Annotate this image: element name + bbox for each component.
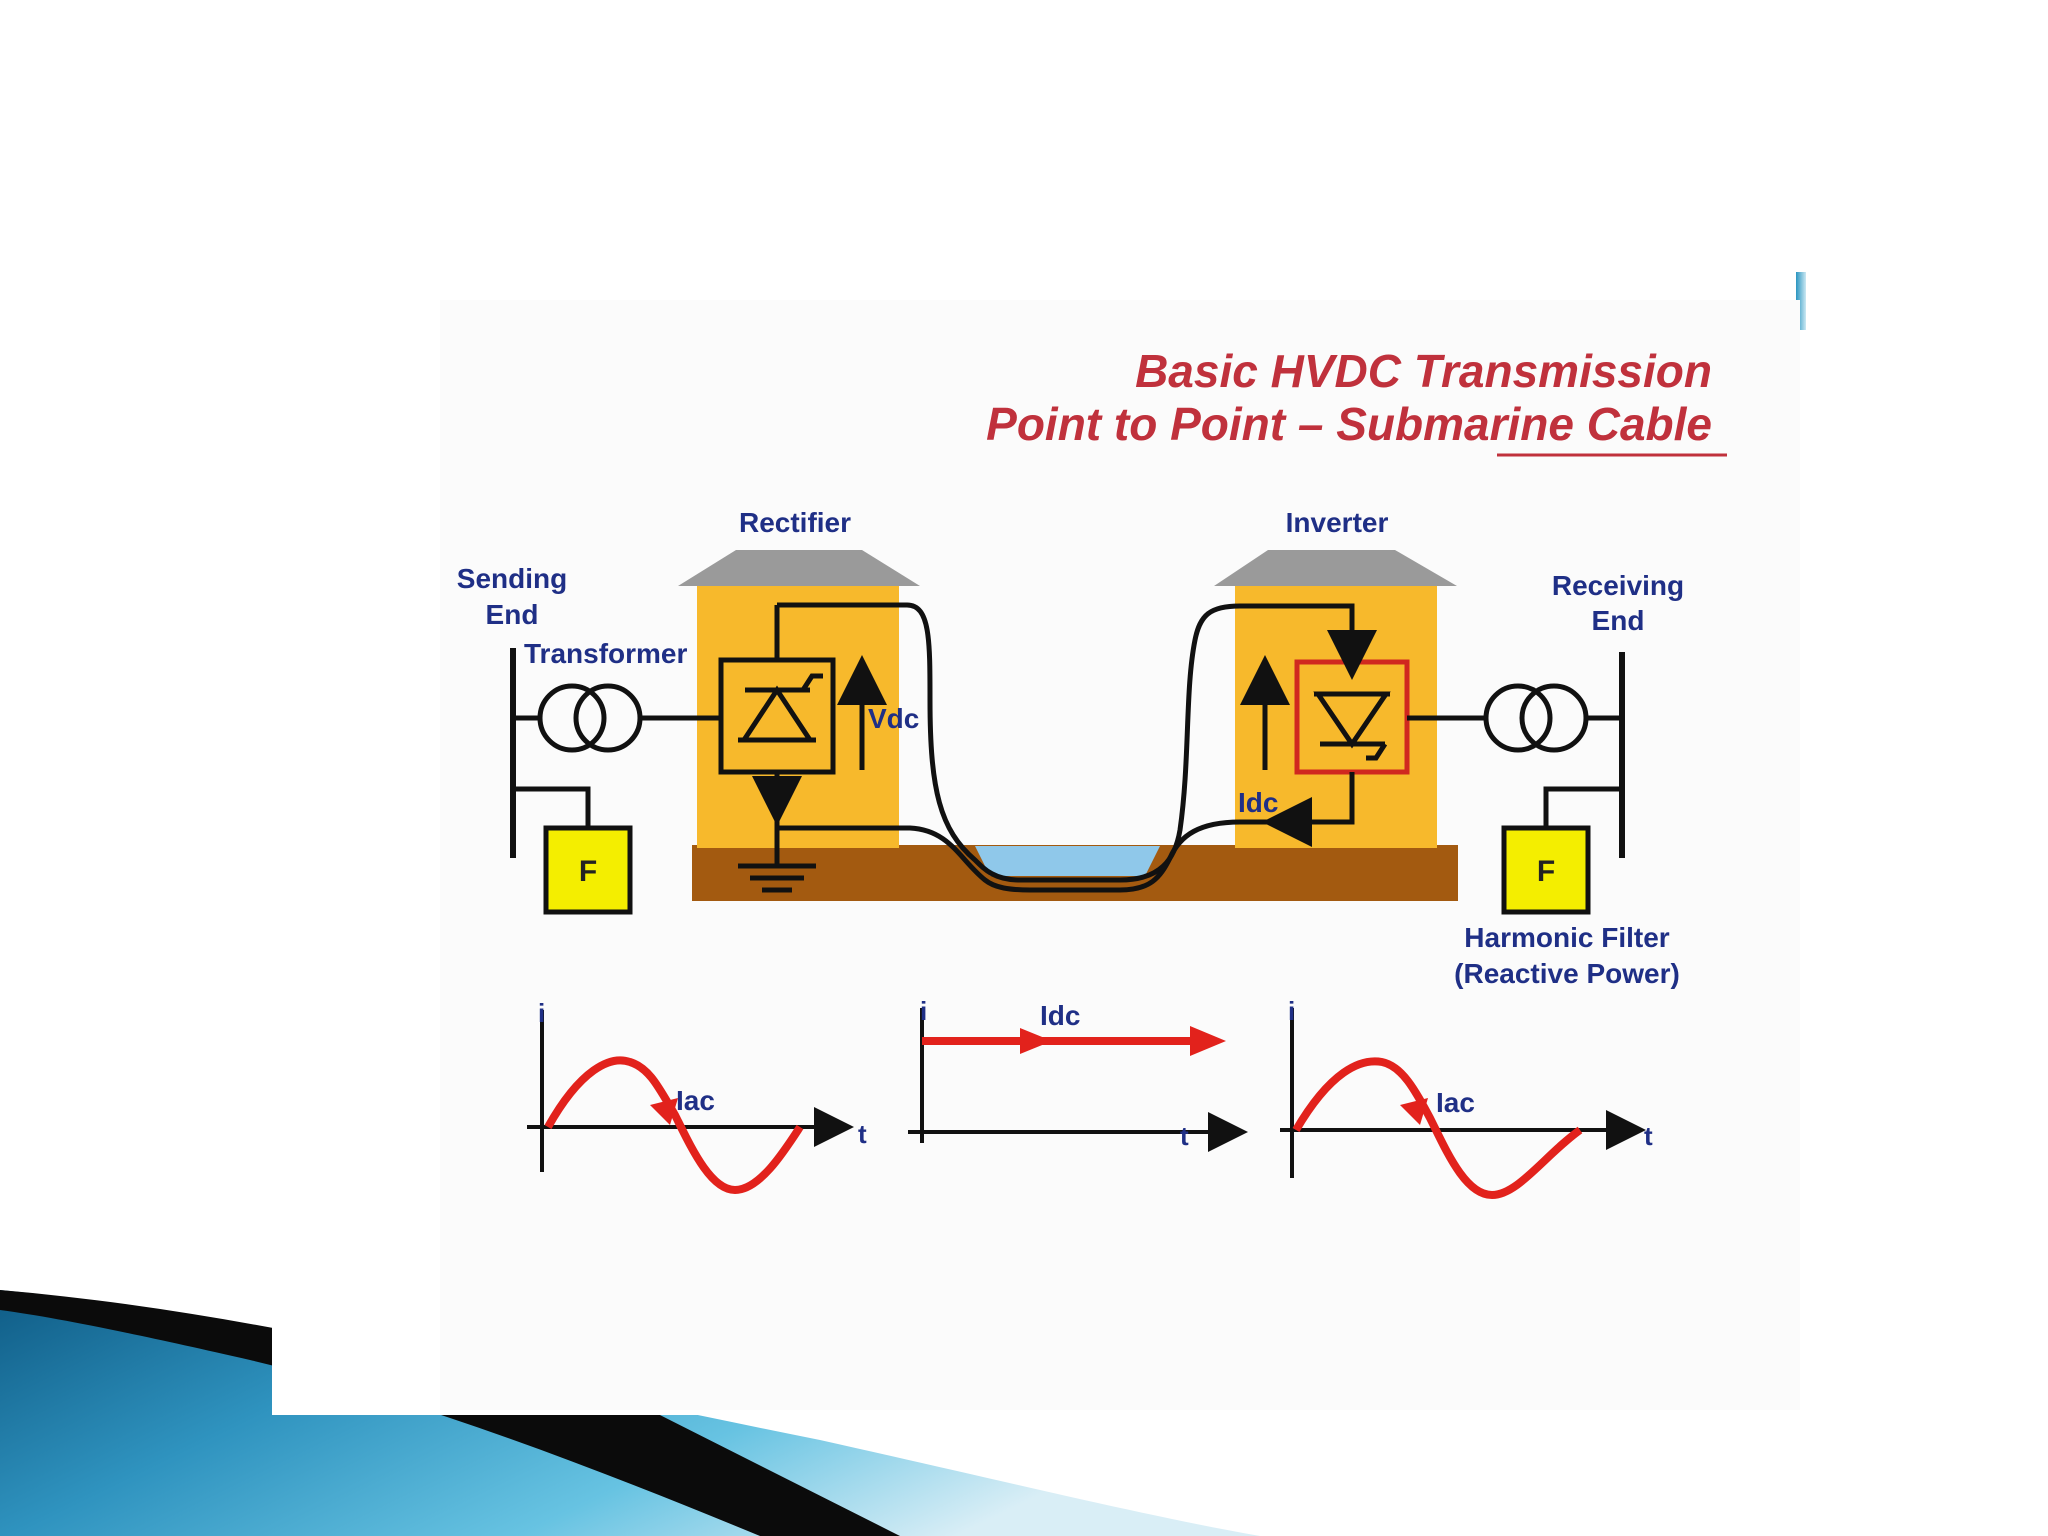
inverter-roof bbox=[1214, 550, 1457, 586]
iac-wave-right bbox=[1292, 1057, 1583, 1200]
thyristor-symbol-right bbox=[1313, 691, 1391, 761]
thyristor-symbol-left bbox=[738, 673, 823, 743]
receiving-end-label-2: End bbox=[1592, 605, 1645, 636]
waveform-left: i t Iac bbox=[527, 998, 867, 1195]
filter-letter-right: F bbox=[1537, 855, 1555, 888]
sending-end-label-1: Sending bbox=[457, 563, 567, 594]
waveform-middle: i t Idc bbox=[908, 996, 1248, 1152]
inverter-label: Inverter bbox=[1286, 507, 1389, 538]
sending-end: Sending End Transformer F bbox=[457, 563, 721, 915]
iac-label-left: Iac bbox=[676, 1085, 715, 1116]
filter-box-left bbox=[543, 825, 633, 915]
axis-t-middle: t bbox=[1180, 1121, 1189, 1151]
harmonic-filter-label-2: (Reactive Power) bbox=[1454, 958, 1680, 989]
rectifier-roof bbox=[678, 550, 920, 586]
title: Basic HVDC Transmission Point to Point –… bbox=[986, 345, 1727, 457]
vdc-label: Vdc bbox=[868, 703, 919, 734]
title-line-1: Basic HVDC Transmission bbox=[1135, 345, 1712, 397]
rectifier-station: Rectifier Vdc bbox=[678, 507, 920, 848]
axis-i-right: i bbox=[1288, 996, 1295, 1026]
filter-letter-left: F bbox=[579, 855, 597, 888]
idc-wave-label: Idc bbox=[1040, 1000, 1080, 1031]
filter-box-right bbox=[1501, 825, 1591, 915]
iac-wave-left bbox=[544, 1056, 804, 1195]
rectifier-label: Rectifier bbox=[739, 507, 851, 538]
axis-i-left: i bbox=[538, 998, 545, 1028]
transformer-label: Transformer bbox=[524, 638, 687, 669]
receiving-end: Receiving End F Harmonic Filter (Reactiv… bbox=[1407, 570, 1684, 989]
axis-t-left: t bbox=[858, 1119, 867, 1149]
axis-i-middle: i bbox=[920, 996, 927, 1026]
axis-t-right: t bbox=[1644, 1121, 1653, 1151]
dc-circuit bbox=[738, 602, 1377, 893]
iac-label-right: Iac bbox=[1436, 1087, 1475, 1118]
water-channel bbox=[975, 846, 1160, 876]
waveform-right: i t Iac bbox=[1280, 996, 1653, 1200]
idc-label: Idc bbox=[1238, 787, 1278, 818]
title-line-2: Point to Point – Submarine Cable bbox=[986, 398, 1712, 450]
harmonic-filter-label-1: Harmonic Filter bbox=[1464, 922, 1669, 953]
sending-end-label-2: End bbox=[486, 599, 539, 630]
receiving-end-label-1: Receiving bbox=[1552, 570, 1684, 601]
